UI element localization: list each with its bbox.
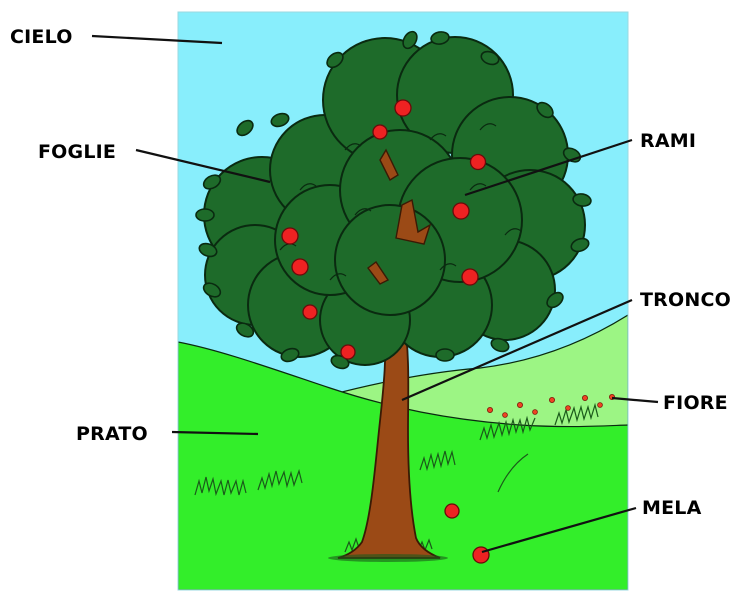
label-foglie: FOGLIE [38, 141, 116, 163]
label-mela: MELA [642, 497, 702, 519]
label-fiore: FIORE [663, 392, 728, 414]
label-tronco: TRONCO [640, 289, 731, 311]
label-cielo: CIELO [10, 26, 73, 48]
trunk-shadow [328, 554, 448, 562]
picture-panel [178, 12, 628, 590]
label-rami: RAMI [640, 130, 696, 152]
label-prato: PRATO [76, 423, 148, 445]
